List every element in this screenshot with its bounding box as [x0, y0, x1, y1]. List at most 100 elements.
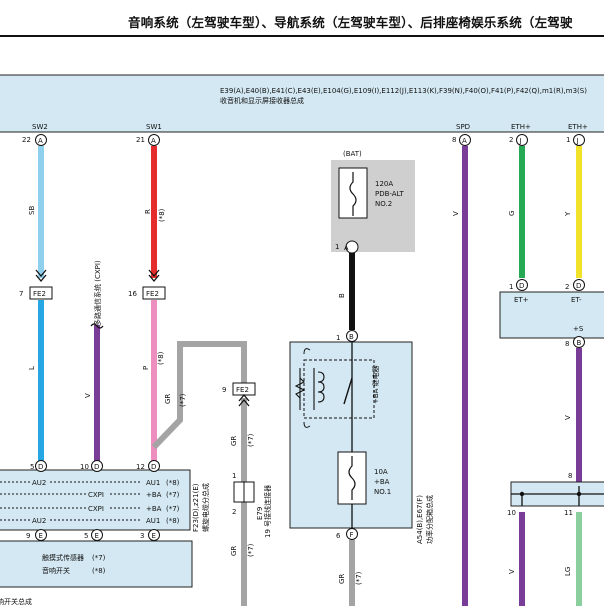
wire-label-lg: LG — [564, 567, 572, 576]
audio-switch-note: (*8) — [92, 567, 106, 575]
bat-fuse-rating: 120A — [375, 180, 393, 188]
right-block-pin-11: 11 — [564, 509, 573, 517]
wire-label-v1: V — [84, 393, 92, 398]
relay-label: +BA 继电器 — [371, 365, 380, 404]
eth-unit-et-minus: ET- — [571, 296, 582, 304]
relay-fuse-name: +BA — [374, 478, 390, 486]
eth-unit-pin-8b[interactable]: 8 B — [565, 336, 585, 349]
svg-text:J: J — [576, 137, 579, 145]
svg-text:9: 9 — [26, 532, 30, 540]
audio-switch-box[interactable] — [0, 540, 193, 588]
wire-label-gr3: GR — [230, 546, 238, 556]
comm-system-label: 多路通信系统 (CXPI) — [93, 260, 102, 326]
svg-text:FE2: FE2 — [33, 290, 46, 298]
svg-text:3: 3 — [140, 532, 144, 540]
svg-text:A: A — [151, 137, 156, 145]
fe2-connector-a[interactable]: FE2 7 — [19, 269, 53, 300]
pin-label-eth1: ETH+ — [511, 123, 531, 131]
radio-receiver-box[interactable] — [0, 74, 604, 133]
eth-unit-pin-2d[interactable]: 2 D — [565, 279, 585, 292]
svg-text:FE2: FE2 — [146, 290, 159, 298]
bat-fuse-name: PDB-ALT — [375, 190, 405, 198]
svg-text:AU1: AU1 — [146, 479, 160, 487]
right-block-pin-10: 10 — [507, 509, 516, 517]
touch-sensor-note: (*7) — [92, 554, 106, 562]
svg-text:D: D — [94, 463, 99, 471]
wire-note-r: (*8) — [158, 208, 166, 222]
svg-text:D: D — [38, 463, 43, 471]
eth-unit-pin-1d[interactable]: 1 D — [509, 279, 528, 292]
pin-label-sw2: SW2 — [32, 123, 48, 131]
svg-text:6: 6 — [336, 532, 341, 540]
svg-text:1: 1 — [335, 243, 339, 251]
spiral-cable-code: F23(D),z21(E) — [192, 483, 200, 532]
svg-text:F: F — [350, 531, 354, 539]
eth-unit-box[interactable] — [499, 291, 604, 339]
pin-label-spd: SPD — [456, 123, 470, 131]
svg-text:10: 10 — [80, 463, 89, 471]
svg-text:16: 16 — [128, 290, 137, 298]
sensor-pin-12d[interactable]: 12 D — [136, 460, 160, 472]
wire-label-v2: V — [452, 211, 460, 216]
joint-connector[interactable]: 1 2 — [232, 472, 255, 516]
svg-text:E: E — [39, 532, 43, 540]
svg-text:D: D — [151, 463, 156, 471]
svg-text:21: 21 — [136, 136, 145, 144]
svg-text:2: 2 — [509, 136, 513, 144]
page-title: 音响系统（左驾驶车型）、导航系统（左驾驶车型）、后排座椅娱乐系统（左驾驶 — [128, 15, 573, 30]
svg-text:12: 12 — [136, 463, 145, 471]
bat-pin[interactable]: 1 A — [335, 240, 359, 254]
relay-box-bottom-pin[interactable]: 6 F — [336, 528, 358, 541]
sensor-pin-5d[interactable]: 5 D — [30, 460, 47, 472]
spiral-cable-box[interactable] — [0, 469, 191, 531]
svg-text:AU2: AU2 — [32, 517, 46, 525]
sensor-pin-9e[interactable]: 9 E — [26, 529, 47, 541]
sensor-row-3: CXPI +BA (*7) — [0, 505, 180, 513]
wire-label-gr4: GR — [338, 574, 346, 584]
relay-fuse-no: NO.1 — [374, 488, 391, 496]
svg-text:8: 8 — [452, 136, 456, 144]
fe2-connector-b[interactable]: FE2 16 — [128, 269, 166, 300]
svg-text:CXPI: CXPI — [88, 505, 104, 513]
svg-text:5: 5 — [30, 463, 34, 471]
radio-connectors: E39(A),E40(B),E41(C),E43(E),E104(G),E109… — [220, 87, 587, 95]
svg-text:A: A — [38, 137, 43, 145]
audio-switch-label: 音响开关 — [42, 566, 70, 575]
wire-label-l: L — [28, 366, 36, 370]
relay-box-top-pin[interactable]: 1 B — [336, 330, 358, 343]
svg-text:8: 8 — [565, 340, 569, 348]
radio-pin-eth2[interactable]: 1 J — [566, 134, 585, 146]
wire-note-gr2: (*7) — [247, 433, 255, 447]
svg-text:B: B — [349, 333, 354, 341]
sensor-pin-5e[interactable]: 5 E — [84, 529, 103, 541]
svg-text:B: B — [577, 339, 582, 347]
wire-note-gr1: (*7) — [179, 393, 187, 407]
svg-text:D: D — [576, 282, 581, 290]
svg-text:9: 9 — [222, 386, 226, 394]
wire-label-gr1: GR — [164, 394, 172, 404]
wire-label-b: B — [338, 293, 346, 298]
radio-pin-spd[interactable]: 8 A — [452, 134, 471, 146]
wire-label-gr2: GR — [230, 436, 238, 446]
wire-label-g: G — [508, 211, 516, 216]
sensor-pin-10d[interactable]: 10 D — [80, 460, 103, 472]
svg-text:A: A — [462, 137, 467, 145]
wire-label-y: Y — [564, 211, 572, 217]
wire-label-r: R — [144, 209, 152, 214]
svg-text:E: E — [95, 532, 99, 540]
svg-text:1: 1 — [336, 334, 340, 342]
sensor-row-4: AU2 AU1 (*8) — [0, 517, 180, 525]
wire-label-v3: V — [564, 415, 572, 420]
radio-pin-sw2[interactable]: 22 A — [22, 134, 47, 146]
sensor-pin-3e[interactable]: 3 E — [140, 529, 160, 541]
radio-pin-eth1[interactable]: 2 J — [509, 134, 528, 146]
svg-text:+BA: +BA — [146, 505, 162, 513]
radio-pin-sw1[interactable]: 21 A — [136, 134, 160, 146]
bat-fuse-no: NO.2 — [375, 200, 392, 208]
fe2-connector-c[interactable]: FE2 9 — [222, 382, 256, 407]
svg-text:+BA: +BA — [146, 491, 162, 499]
svg-text:2: 2 — [565, 283, 569, 291]
wire-gr-bend[interactable] — [151, 341, 247, 450]
svg-text:22: 22 — [22, 136, 31, 144]
svg-text:7: 7 — [19, 290, 23, 298]
